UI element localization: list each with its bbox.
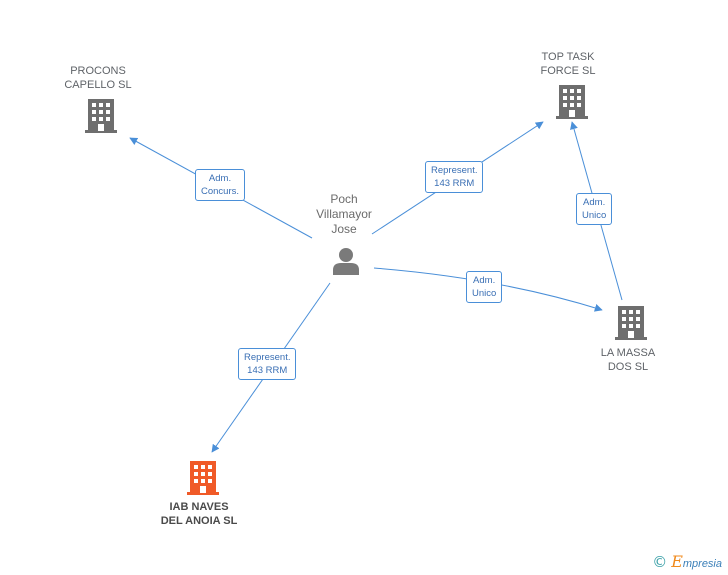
building-icon[interactable] bbox=[85, 99, 117, 133]
company-label[interactable]: LA MASSA DOS SL bbox=[600, 347, 656, 373]
brand-logo[interactable]: Empresia bbox=[671, 552, 722, 572]
edge-label: Adm. Unico bbox=[576, 193, 613, 225]
brand-footer: © Empresia bbox=[652, 552, 722, 572]
edge-label: Adm. Unico bbox=[466, 271, 503, 303]
edge-label: Represent. 143 RRM bbox=[425, 161, 484, 193]
edge-label: Adm. Concurs. bbox=[195, 169, 246, 201]
building-icon[interactable] bbox=[187, 461, 219, 495]
building-icon[interactable] bbox=[615, 306, 647, 340]
brand-initial: E bbox=[671, 552, 683, 571]
person-icon[interactable] bbox=[332, 247, 360, 275]
building-icon[interactable] bbox=[556, 85, 588, 119]
copyright-icon: © bbox=[652, 553, 668, 571]
person-label[interactable]: Poch Villamayor Jose bbox=[316, 192, 372, 236]
company-label[interactable]: TOP TASK FORCE SL bbox=[540, 51, 596, 77]
company-label[interactable]: PROCONS CAPELLO SL bbox=[64, 65, 132, 91]
brand-name: mpresia bbox=[682, 558, 722, 570]
edge-label: Represent. 143 RRM bbox=[238, 348, 297, 380]
company-label[interactable]: IAB NAVES DEL ANOIA SL bbox=[160, 501, 238, 527]
